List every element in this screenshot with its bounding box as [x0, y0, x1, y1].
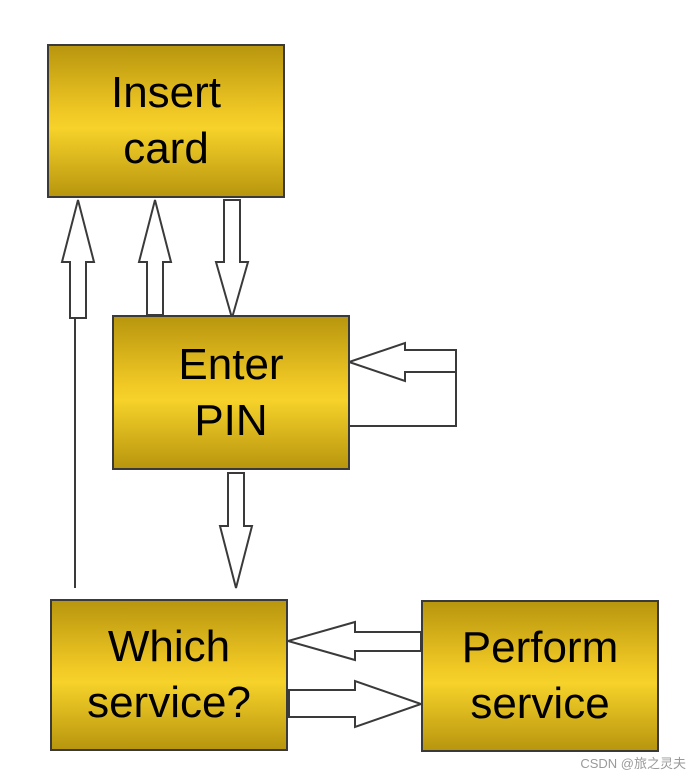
box-enter-pin-line-1: Enter: [178, 339, 284, 389]
arrow-perform-to-which-service: [284, 620, 422, 662]
box-insert-card-line-1: Insert: [110, 68, 222, 117]
arrow-up-to-insert-card-left: [60, 199, 96, 319]
box-perform-service: Perform service: [421, 600, 659, 752]
box-insert-card: Insert card: [47, 44, 285, 198]
loop-enter-pin-retry: [350, 350, 457, 427]
box-which-service: Which service?: [50, 599, 288, 751]
box-enter-pin: Enter PIN: [112, 315, 350, 470]
arrow-insert-card-to-enter-pin: [214, 199, 250, 322]
arrow-loop-back-to-enter-pin: [345, 341, 457, 383]
box-insert-card-line-2: card: [123, 124, 209, 173]
box-perform-service-line-2: service: [470, 679, 610, 728]
box-perform-service-line-1: Perform: [461, 623, 619, 672]
arrow-enter-pin-to-insert-card: [137, 199, 173, 316]
arrow-which-service-to-perform: [288, 679, 425, 729]
watermark: CSDN @旅之灵夫: [580, 756, 686, 771]
arrow-enter-pin-to-which-service: [218, 472, 254, 589]
box-which-service-line-2: service?: [87, 678, 251, 727]
box-enter-pin-line-2: PIN: [194, 395, 268, 445]
box-which-service-line-1: Which: [107, 622, 231, 671]
